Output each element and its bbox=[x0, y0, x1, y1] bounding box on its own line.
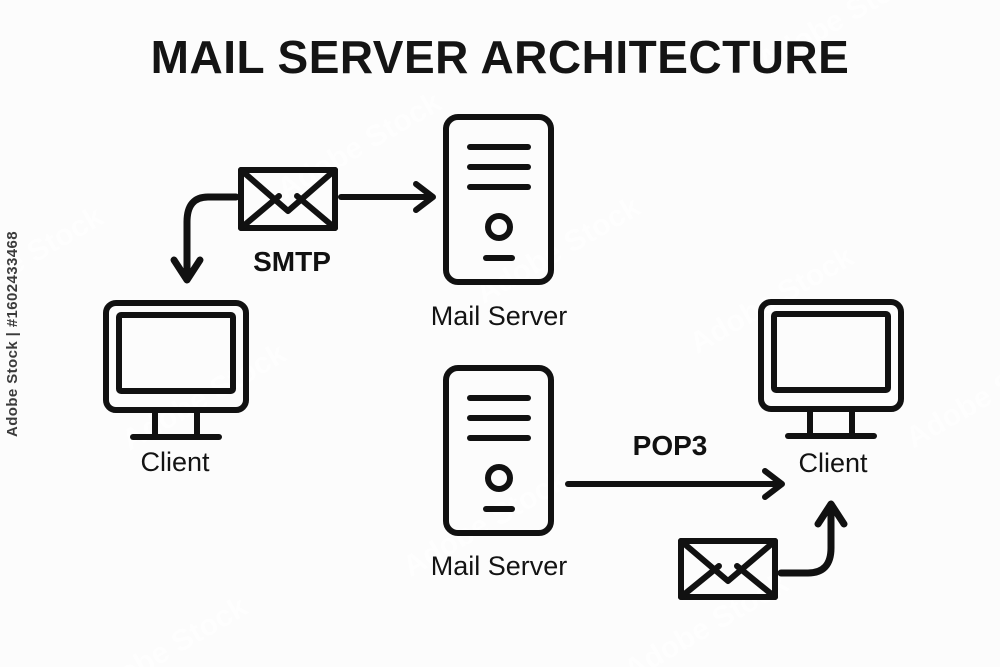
server-tower-icon-top bbox=[443, 114, 554, 285]
node-label-mail-server-bottom: Mail Server bbox=[430, 551, 568, 581]
envelope-flap bbox=[238, 167, 338, 214]
stock-watermark-credit: Adobe Stock | #1602433468 bbox=[4, 230, 21, 437]
node-label-client-left: Client bbox=[140, 447, 210, 477]
monitor-screen bbox=[771, 311, 891, 393]
flow-arrow-envelope-to-client bbox=[777, 500, 848, 577]
envelope-flap bbox=[678, 538, 778, 584]
monitor-outer-bezel bbox=[758, 299, 904, 412]
page-title: MAIL SERVER ARCHITECTURE bbox=[150, 31, 850, 83]
envelope-fold-left bbox=[238, 193, 282, 231]
envelope-fold-right bbox=[734, 563, 778, 600]
server-chassis bbox=[443, 365, 554, 536]
node-label-client-right: Client bbox=[798, 448, 868, 478]
envelope-body bbox=[678, 538, 778, 600]
server-power-button bbox=[485, 213, 513, 241]
flow-arrow-path bbox=[777, 508, 835, 577]
flow-arrow-mail-server-to-client bbox=[565, 468, 785, 500]
flow-arrow-head bbox=[814, 500, 848, 528]
envelope-fold-right bbox=[294, 193, 338, 231]
flow-arrow-head bbox=[413, 181, 436, 213]
flow-arrow-head bbox=[762, 468, 785, 500]
monitor-icon-client-left bbox=[103, 300, 249, 440]
flow-arrow-envelope-to-mail-server bbox=[338, 181, 436, 213]
envelope-body bbox=[238, 167, 338, 231]
server-tower-icon-bottom bbox=[443, 365, 554, 536]
flow-arrow-client-to-envelope bbox=[170, 193, 240, 284]
monitor-screen bbox=[116, 312, 236, 394]
monitor-icon-client-right bbox=[758, 299, 904, 439]
envelope-fold-left bbox=[678, 563, 722, 600]
monitor-outer-bezel bbox=[103, 300, 249, 413]
node-label-mail-server-top: Mail Server bbox=[430, 301, 568, 331]
envelope-icon-smtp bbox=[238, 167, 338, 231]
envelope-icon-pop3 bbox=[678, 538, 778, 600]
protocol-label-smtp: SMTP bbox=[253, 246, 331, 277]
protocol-label-pop3: POP3 bbox=[632, 430, 708, 461]
flow-arrow-head bbox=[170, 256, 204, 284]
server-power-button bbox=[485, 464, 513, 492]
flow-arrow-path bbox=[183, 193, 240, 276]
server-chassis bbox=[443, 114, 554, 285]
